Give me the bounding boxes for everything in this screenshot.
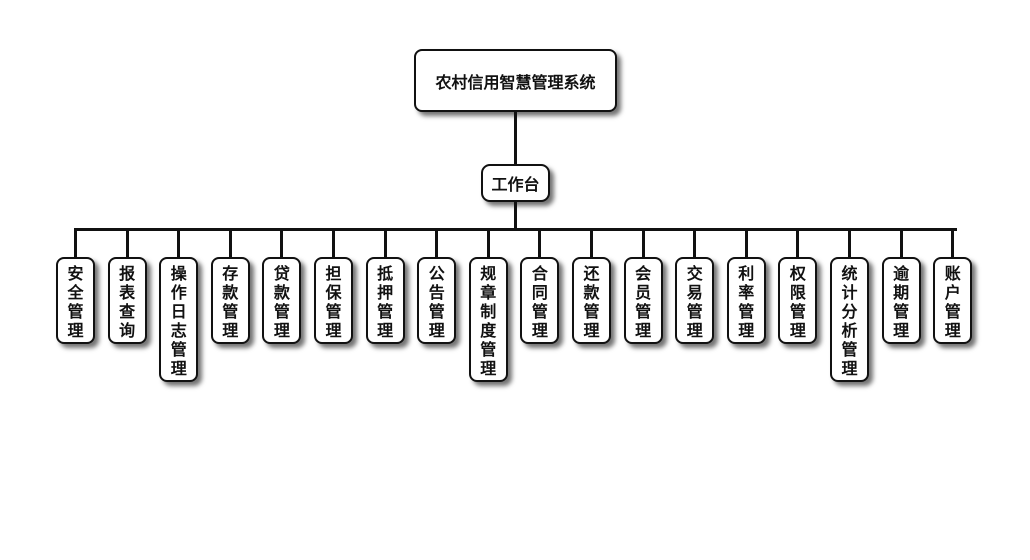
connector-bus-to-leaf xyxy=(383,230,387,257)
leaf-node-label: 规章制度管理 xyxy=(480,264,497,378)
leaf-node-module: 权限管理 xyxy=(778,257,818,344)
leaf-node-label: 贷款管理 xyxy=(273,264,290,340)
leaf-node-module: 利率管理 xyxy=(726,257,766,344)
leaf-node-module: 规章制度管理 xyxy=(468,257,508,382)
leaf-node-module: 抵押管理 xyxy=(365,257,405,344)
workbench-node: 工作台 xyxy=(481,164,550,202)
leaf-node-module: 担保管理 xyxy=(314,257,353,344)
leaf-node-label: 报表查询 xyxy=(119,264,136,340)
leaf-node-label: 交易管理 xyxy=(686,264,703,340)
connector-bus-to-leaf xyxy=(538,230,542,257)
connector-bus-to-leaf xyxy=(693,230,697,257)
connector-bus-to-leaf xyxy=(74,230,77,257)
connector-bus-to-leaf xyxy=(228,230,232,257)
connector-bus-to-leaf xyxy=(590,230,593,257)
leaf-node-module: 还款管理 xyxy=(572,257,611,344)
connector-bus-to-leaf xyxy=(951,230,955,257)
leaf-node-module: 公告管理 xyxy=(417,257,457,344)
leaf-node-label: 公告管理 xyxy=(428,264,445,340)
leaf-node-module: 统计分析管理 xyxy=(830,257,869,382)
leaf-node-module: 交易管理 xyxy=(675,257,715,344)
leaf-node-module: 操作日志管理 xyxy=(159,257,199,382)
leaf-node-label: 还款管理 xyxy=(583,264,600,340)
connector-bus-to-leaf xyxy=(848,230,851,257)
connector-bus-to-leaf xyxy=(435,230,439,257)
leaf-node-module: 会员管理 xyxy=(623,257,663,344)
connector-root-to-workbench xyxy=(514,112,517,164)
leaf-node-label: 合同管理 xyxy=(531,264,548,340)
leaf-node-label: 会员管理 xyxy=(635,264,652,340)
connector-horizontal-bus xyxy=(74,228,957,231)
connector-bus-to-leaf xyxy=(899,230,903,257)
workbench-node-label: 工作台 xyxy=(491,175,540,194)
leaf-node-module: 存款管理 xyxy=(210,257,250,344)
leaf-node-module: 逾期管理 xyxy=(881,257,921,344)
connector-bus-to-leaf xyxy=(486,230,490,257)
leaf-node-module: 安全管理 xyxy=(56,257,95,344)
leaf-node-label: 安全管理 xyxy=(67,264,84,340)
leaf-node-label: 利率管理 xyxy=(738,264,755,340)
leaf-node-label: 权限管理 xyxy=(789,264,806,340)
leaf-node-module: 贷款管理 xyxy=(262,257,302,344)
connector-bus-to-leaf xyxy=(744,230,748,257)
leaf-node-label: 统计分析管理 xyxy=(841,264,858,378)
leaf-node-label: 账户管理 xyxy=(944,264,961,340)
leaf-node-module: 报表查询 xyxy=(107,257,147,344)
root-node-system: 农村信用智慧管理系统 xyxy=(414,49,617,112)
connector-bus-to-leaf xyxy=(125,230,129,257)
connector-bus-to-leaf xyxy=(641,230,645,257)
connector-bus-to-leaf xyxy=(332,230,335,257)
leaf-node-label: 逾期管理 xyxy=(893,264,910,340)
leaf-node-module: 合同管理 xyxy=(520,257,560,344)
connector-workbench-to-bus xyxy=(514,202,517,230)
connector-bus-to-leaf xyxy=(280,230,284,257)
leaf-node-label: 抵押管理 xyxy=(377,264,394,340)
leaf-node-label: 担保管理 xyxy=(325,264,342,340)
root-node-label: 农村信用智慧管理系统 xyxy=(435,72,596,92)
leaf-node-module: 账户管理 xyxy=(933,257,973,344)
connector-bus-to-leaf xyxy=(796,230,800,257)
connector-bus-to-leaf xyxy=(177,230,181,257)
leaf-node-label: 存款管理 xyxy=(222,264,239,340)
leaf-node-label: 操作日志管理 xyxy=(170,264,187,378)
